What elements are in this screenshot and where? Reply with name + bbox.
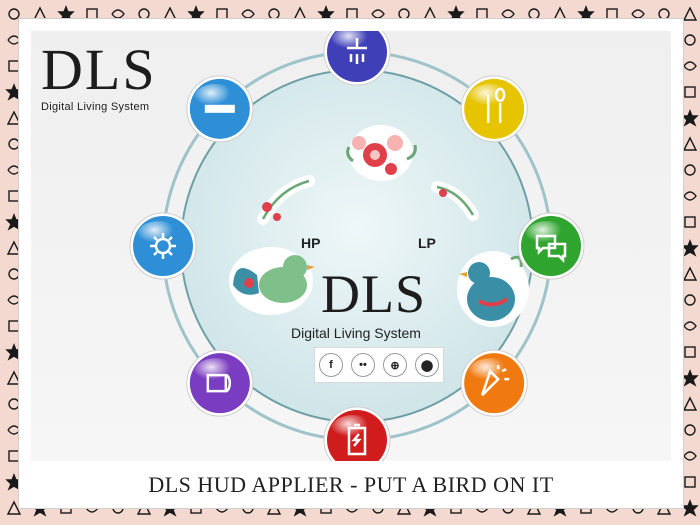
pattern-doodle (682, 396, 698, 411)
globe-icon[interactable]: ⊕ (383, 353, 407, 377)
battery-icon (347, 423, 367, 456)
pattern-doodle (684, 294, 696, 306)
facebook-icon[interactable]: f (319, 353, 343, 377)
logo-title: DLS (41, 37, 157, 102)
pattern-doodle (681, 239, 699, 257)
pattern-doodle (6, 240, 22, 255)
pattern-doodle (683, 191, 697, 201)
toilet-paper-button[interactable] (186, 349, 254, 417)
pattern-doodle (684, 86, 696, 98)
pattern-doodle (684, 476, 696, 488)
chat-button[interactable] (517, 212, 585, 280)
map-pin-icon[interactable]: ⬤ (415, 353, 439, 377)
brand-logo: DLS Digital Living System (41, 37, 211, 114)
pattern-doodle (682, 266, 698, 281)
pattern-doodle (683, 451, 697, 461)
pattern-doodle (681, 109, 699, 127)
left-sprig-sticker (257, 175, 315, 225)
pattern-doodle (6, 110, 22, 125)
settings-button[interactable] (129, 212, 197, 280)
pattern-doodle (684, 346, 696, 358)
pattern-doodle (111, 9, 125, 19)
hud-title: DLS (321, 264, 427, 324)
pattern-doodle (6, 500, 22, 515)
pattern-doodle (683, 321, 697, 331)
hud-graphic (129, 31, 585, 461)
pattern-doodle (681, 499, 699, 517)
social-bar: f •• ⊕ ⬤ (314, 347, 444, 383)
pattern-doodle (684, 34, 696, 46)
caption: DLS HUD APPLIER - PUT A BIRD ON IT (148, 471, 554, 497)
pattern-doodle (682, 136, 698, 151)
energy-button[interactable] (323, 406, 391, 461)
pattern-doodle (684, 424, 696, 436)
pattern-doodle (684, 216, 696, 228)
pattern-doodle (681, 369, 699, 387)
party-button[interactable] (460, 349, 528, 417)
right-bird-sticker (457, 251, 529, 327)
hud-subtitle: Digital Living System (291, 325, 421, 341)
product-card: DLS Digital Living System (18, 18, 684, 509)
toilet-paper-icon (206, 373, 232, 393)
pattern-doodle (682, 6, 698, 21)
flickr-icon[interactable]: •• (351, 353, 375, 377)
pattern-doodle (6, 370, 22, 385)
hp-label: HP (301, 235, 321, 251)
left-bird-sticker (229, 247, 315, 315)
gear-icon (150, 233, 176, 259)
food-button[interactable] (460, 75, 528, 143)
minus-icon (204, 104, 235, 113)
pattern-doodle (241, 9, 255, 19)
logo-subtitle: Digital Living System (41, 101, 150, 113)
hud-panel: DLS Digital Living System (31, 31, 671, 461)
lp-label: LP (418, 235, 436, 251)
pattern-doodle (501, 9, 515, 19)
chat-icon (535, 234, 567, 264)
shower-icon (347, 38, 367, 64)
party-popper-icon (480, 365, 510, 397)
fork-spoon-icon (486, 87, 506, 123)
pattern-doodle (684, 164, 696, 176)
right-sprig-sticker (431, 181, 479, 221)
flower-sticker (346, 125, 417, 181)
shower-button[interactable] (323, 31, 391, 86)
pattern-doodle (683, 61, 697, 71)
pattern-doodle (371, 9, 385, 19)
pattern-doodle (8, 8, 20, 20)
pattern-doodle (631, 9, 645, 19)
minimize-button[interactable] (186, 75, 254, 143)
